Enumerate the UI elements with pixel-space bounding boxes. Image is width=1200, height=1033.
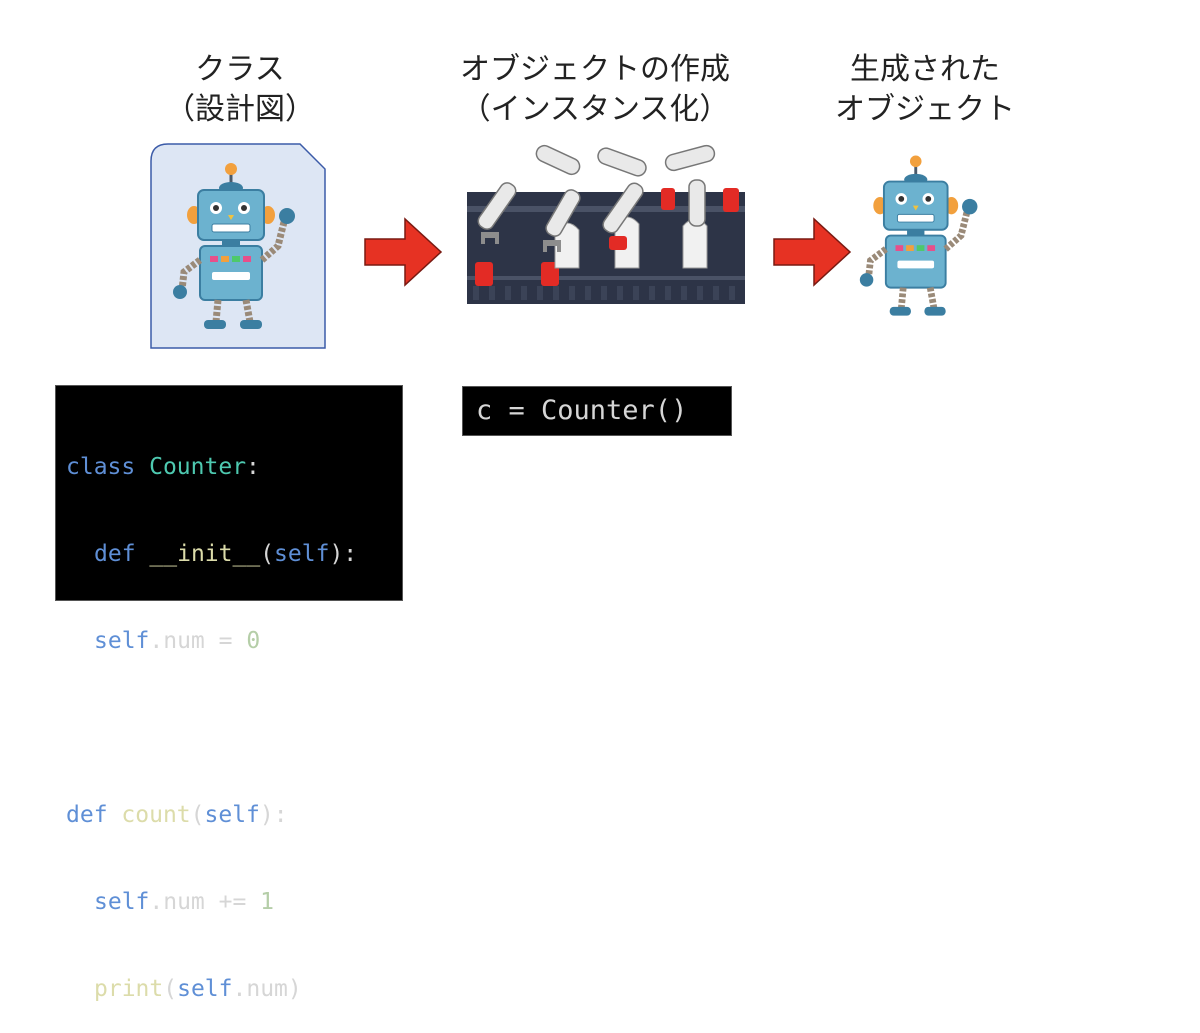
result-label-line1: 生成された: [850, 52, 1000, 87]
arrow-right-icon: [364, 217, 443, 287]
code-line-1: class Counter:: [66, 454, 260, 480]
arrow-right-icon: [773, 217, 852, 287]
robot-arm-factory-icon: [467, 144, 745, 304]
class-label-line1: クラス: [195, 52, 285, 87]
code-line-6: self.num += 1: [94, 889, 275, 915]
code-line-2: def __init__(self):: [94, 541, 358, 567]
created-object-label: 生成された オブジェクト: [800, 50, 1050, 130]
code-line-7: print(self.num): [94, 976, 302, 1002]
robot-icon: [173, 163, 295, 329]
instance-code-block: c = Counter(): [462, 386, 732, 436]
class-label-line2: （設計図）: [165, 92, 315, 127]
result-label-line2: オブジェクト: [835, 92, 1015, 127]
create-label-line1: オブジェクトの作成: [460, 52, 730, 87]
create-object-label: オブジェクトの作成 （インスタンス化）: [430, 50, 760, 130]
code-line-4: [66, 714, 402, 743]
code-line-3: self.num = 0: [94, 628, 261, 654]
create-label-line2: （インスタンス化）: [460, 92, 730, 127]
class-label: クラス （設計図）: [140, 50, 340, 130]
robot-icon: [859, 155, 978, 316]
code-line-5: def count(self):: [66, 802, 288, 828]
class-code-block: class Counter: def __init__(self): self.…: [55, 385, 403, 1002]
